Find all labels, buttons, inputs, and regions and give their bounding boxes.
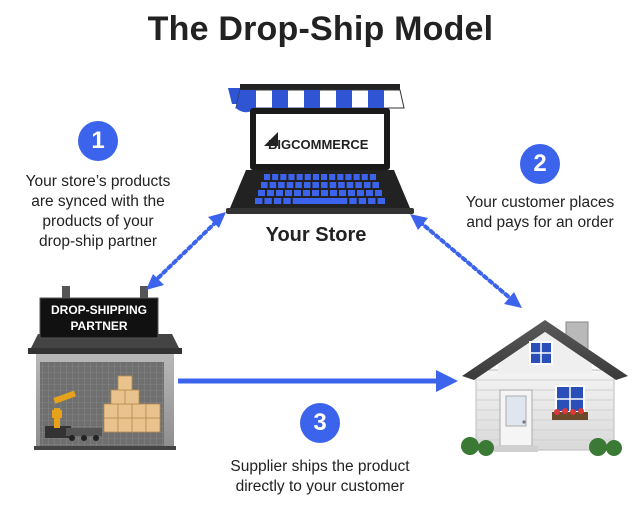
keyboard-key <box>368 198 376 204</box>
awning-icon <box>235 84 405 113</box>
keyboard-key <box>285 190 292 196</box>
brand-suffix: COMMERCE <box>291 137 369 152</box>
shipping-arrow <box>178 370 458 392</box>
brand-prefix: BIG <box>268 137 291 152</box>
keyboard-key <box>377 198 385 204</box>
diagram-title: The Drop-Ship Model <box>147 10 494 48</box>
keyboard-key <box>303 182 311 188</box>
partner-sign-line2: PARTNER <box>70 319 127 333</box>
keyboard-key <box>353 174 360 180</box>
keyboard-key <box>357 190 364 196</box>
keyboard-key <box>375 190 382 196</box>
keyboard-key <box>283 198 291 204</box>
keyboard-key <box>286 182 294 188</box>
keyboard-key <box>361 174 368 180</box>
step-1-caption: Your store’s products are synced with th… <box>10 172 186 252</box>
store-laptop-icon <box>226 84 414 214</box>
keyboard-key <box>278 182 285 188</box>
keyboard-key <box>273 198 282 204</box>
keyboard-key <box>329 182 337 188</box>
keyboard-key <box>355 182 362 188</box>
warehouse-icon: DROP-SHIPPING PARTNER <box>28 286 182 450</box>
keyboard-key <box>312 182 319 188</box>
keyboard-key <box>363 182 371 188</box>
step-3-line: directly to your customer <box>235 478 405 495</box>
step-1-line: Your store’s products <box>25 173 171 190</box>
partner-sign-line1: DROP-SHIPPING <box>51 303 147 317</box>
laptop-keyboard <box>255 174 385 204</box>
keyboard-key <box>312 174 319 180</box>
keyboard-key <box>264 174 271 180</box>
order-arrow <box>410 214 522 308</box>
keyboard-key <box>345 174 352 180</box>
svg-text:BIGCOMMERCE: BIGCOMMERCE <box>268 137 369 152</box>
keyboard-key <box>269 182 277 188</box>
bigcommerce-logo: BIGCOMMERCE <box>264 132 369 152</box>
step-1-line: are synced with the <box>31 193 165 210</box>
house-icon <box>461 320 628 456</box>
keyboard-key <box>321 182 328 188</box>
step-2-badge: 2 <box>520 144 560 184</box>
keyboard-key <box>339 190 346 196</box>
step-2-line: and pays for an order <box>466 214 614 231</box>
step-3-line: Supplier ships the product <box>230 458 410 475</box>
keyboard-key <box>329 174 336 180</box>
step-2-line: Your customer places <box>465 194 615 211</box>
keyboard-key <box>312 190 319 196</box>
step-1-line: drop-ship partner <box>38 233 158 250</box>
step-3-badge: 3 <box>300 403 340 443</box>
step-3-caption: Supplier ships the product directly to y… <box>200 457 440 497</box>
keyboard-key <box>346 182 354 188</box>
keyboard-key <box>264 198 272 204</box>
keyboard-key <box>338 182 345 188</box>
keyboard-key <box>258 190 265 196</box>
keyboard-key <box>255 198 263 204</box>
keyboard-key <box>261 182 268 188</box>
keyboard-key <box>272 174 279 180</box>
keyboard-key <box>296 174 303 180</box>
keyboard-key <box>330 190 337 196</box>
keyboard-key <box>280 174 287 180</box>
keyboard-key <box>358 198 367 204</box>
store-label: Your Store <box>265 224 367 246</box>
keyboard-key <box>369 174 376 180</box>
keyboard-key <box>366 190 373 196</box>
keyboard-key <box>348 190 355 196</box>
keyboard-key <box>321 174 328 180</box>
keyboard-key <box>288 174 295 180</box>
keyboard-key <box>294 190 301 196</box>
keyboard-key <box>267 190 274 196</box>
step-2-caption: Your customer places and pays for an ord… <box>454 193 626 233</box>
keyboard-key <box>349 198 357 204</box>
step-1-line: products of your <box>42 213 154 230</box>
sync-arrow <box>146 212 226 290</box>
keyboard-key <box>276 190 283 196</box>
keyboard-key <box>372 182 379 188</box>
step-1-badge: 1 <box>78 121 118 161</box>
keyboard-key <box>295 182 302 188</box>
keyboard-key <box>304 174 311 180</box>
keyboard-spacebar <box>296 198 344 204</box>
keyboard-key <box>303 190 310 196</box>
keyboard-key <box>321 190 328 196</box>
keyboard-key <box>337 174 344 180</box>
